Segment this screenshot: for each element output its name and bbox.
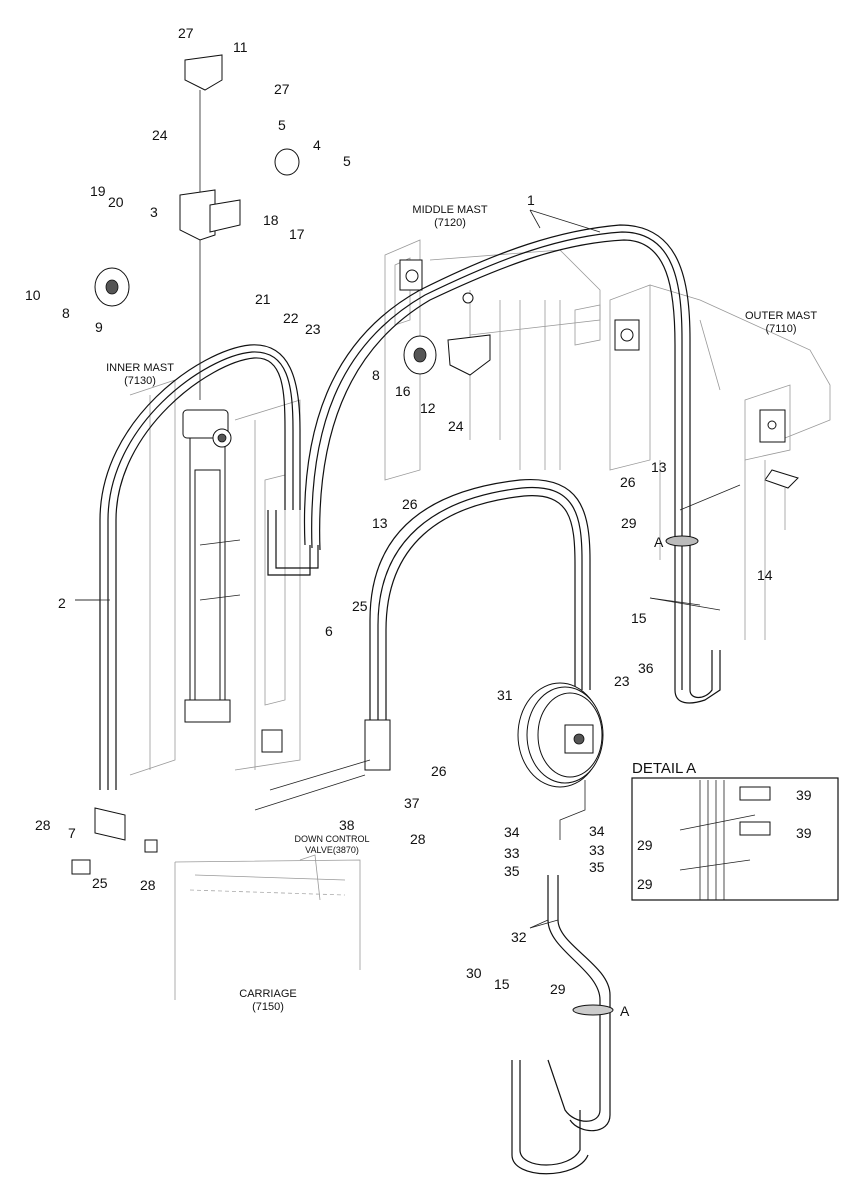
callout-33b: 33 <box>589 842 605 858</box>
middle-mast-structure <box>384 239 601 481</box>
carriage-label: CARRIAGE <box>239 988 296 1000</box>
callout-35a: 35 <box>504 863 520 879</box>
callout-11: 11 <box>233 39 248 55</box>
outer-mast-structure <box>609 284 831 640</box>
callout-23a: 23 <box>305 321 321 337</box>
callout-15a: 15 <box>631 610 647 626</box>
inner-mast-code: (7130) <box>124 375 156 387</box>
callout-25a: 25 <box>352 598 368 614</box>
callout-32: 32 <box>511 929 527 945</box>
callout-37: 37 <box>404 795 420 811</box>
callout-18: 18 <box>263 212 279 228</box>
callout-1: 1 <box>527 192 535 208</box>
callout-10: 10 <box>25 287 41 303</box>
inner-mast-label: INNER MAST <box>106 362 174 374</box>
callout-29d: 29 <box>637 876 653 892</box>
lift-cylinder <box>182 409 241 723</box>
callout-29c: 29 <box>637 837 653 853</box>
carriage-structure <box>174 854 361 1000</box>
hose-assembly-2 <box>99 344 319 790</box>
hose-assembly-32 <box>511 875 614 1175</box>
callout-22: 22 <box>283 310 299 326</box>
middle-mast-code: (7120) <box>434 217 466 229</box>
callout-8b: 8 <box>372 367 380 383</box>
callout-3: 3 <box>150 204 158 220</box>
callout-19: 19 <box>90 183 106 199</box>
callout-35b: 35 <box>589 859 605 875</box>
callout-26b: 26 <box>620 474 636 490</box>
callout-36: 36 <box>638 660 654 676</box>
callout-38: 38 <box>339 817 355 833</box>
callout-labels: 1 2 3 4 5 5 6 7 8 8 9 10 11 12 13 13 14 … <box>25 25 812 997</box>
section-marker-a-lower: A <box>620 1003 630 1019</box>
callout-27a: 27 <box>178 25 194 41</box>
callout-15b: 15 <box>494 976 510 992</box>
inner-mast-structure <box>129 379 301 776</box>
callout-13b: 13 <box>651 459 667 475</box>
callout-29b: 29 <box>550 981 566 997</box>
section-labels: MIDDLE MAST (7120) OUTER MAST (7110) INN… <box>106 204 817 1019</box>
callout-7: 7 <box>68 825 76 841</box>
carriage-code: (7150) <box>252 1001 284 1013</box>
callout-8a: 8 <box>62 305 70 321</box>
down-control-valve-label: DOWN CONTROL <box>295 834 370 844</box>
sheave-31 <box>517 682 604 840</box>
callout-5a: 5 <box>278 117 286 133</box>
callout-24a: 24 <box>152 127 168 143</box>
outer-mast-label: OUTER MAST <box>745 310 817 322</box>
down-control-valve-code: VALVE(3870) <box>305 845 359 855</box>
callout-9: 9 <box>95 319 103 335</box>
callout-26a: 26 <box>402 496 418 512</box>
callout-34b: 34 <box>589 823 605 839</box>
callout-23b: 23 <box>614 673 630 689</box>
callout-12: 12 <box>420 400 436 416</box>
callout-2: 2 <box>58 595 66 611</box>
callout-39b: 39 <box>796 825 812 841</box>
callout-13a: 13 <box>372 515 388 531</box>
callout-33a: 33 <box>504 845 520 861</box>
callout-6: 6 <box>325 623 333 639</box>
callout-4: 4 <box>313 137 321 153</box>
hose-to-down-control-valve <box>364 478 591 771</box>
callout-28c: 28 <box>410 831 426 847</box>
leader-lines <box>75 209 741 929</box>
callout-26c: 26 <box>431 763 447 779</box>
detail-a-title: DETAIL A <box>632 760 696 777</box>
callout-24b: 24 <box>448 418 464 434</box>
callout-14: 14 <box>757 567 773 583</box>
callout-17: 17 <box>289 226 305 242</box>
callout-29a: 29 <box>621 515 637 531</box>
callout-34a: 34 <box>504 824 520 840</box>
callout-27b: 27 <box>274 81 290 97</box>
outer-mast-code: (7110) <box>766 323 797 335</box>
callout-39a: 39 <box>796 787 812 803</box>
callout-28a: 28 <box>35 817 51 833</box>
section-marker-a-upper: A <box>654 534 664 550</box>
middle-mast-label: MIDDLE MAST <box>412 204 487 216</box>
section-a-marker-shape <box>665 535 699 547</box>
hose-assembly-1 <box>303 224 721 704</box>
callout-16: 16 <box>395 383 411 399</box>
callout-31: 31 <box>497 687 513 703</box>
tee-fitting-7 <box>71 807 158 875</box>
callout-21: 21 <box>255 291 271 307</box>
sheave-bracket-assembly <box>94 54 491 400</box>
callout-30: 30 <box>466 965 482 981</box>
callout-25b: 25 <box>92 875 108 891</box>
callout-20: 20 <box>108 194 124 210</box>
detail-a-panel <box>631 777 839 901</box>
callout-5b: 5 <box>343 153 351 169</box>
callout-28b: 28 <box>140 877 156 893</box>
